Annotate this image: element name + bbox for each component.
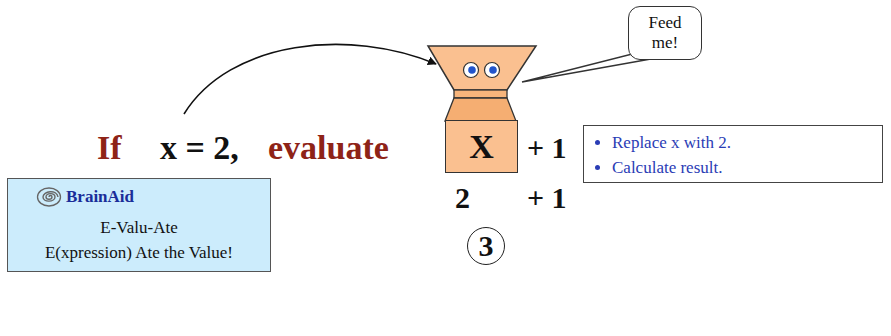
brain-icon [36,186,62,208]
expression-part: + 1 [527,178,567,218]
pupil [468,66,476,74]
brain-outline [38,188,61,206]
brain-swirl [43,192,58,201]
mnemonic-text: E-Valu-Ate [18,215,260,240]
variable-box: X [445,120,518,173]
steps-box: Replace x with 2.Calculate result. [583,125,883,183]
pupil [489,66,497,74]
funnel [428,46,536,90]
box-opening [445,98,516,121]
mnemonic-text: E(xpression) Ate the Value! [18,240,260,265]
speech-text: Feed me! [648,13,681,53]
variable-name: X [469,130,494,164]
prompt-word: If [97,128,122,168]
brainaid-heading: BrainAid [18,185,260,209]
prompt-word: evaluate [268,128,389,168]
brainaid-box: BrainAidE-Valu-AteE(xpression) Ate the V… [7,178,271,272]
funnel-collar [454,90,507,98]
speech-bubble: Feed me! [628,6,702,60]
result-number: 3 [479,231,494,261]
step-text: Replace x with 2. [584,130,872,155]
eye [485,63,500,78]
substituted-value: 2 [455,178,470,218]
step-text: Calculate result. [584,155,872,180]
eye [464,63,479,78]
pointer-arrow [184,44,436,114]
result-circle: 3 [467,227,505,265]
given-value: x = 2, [160,128,239,168]
expression-part: + 1 [527,128,567,168]
